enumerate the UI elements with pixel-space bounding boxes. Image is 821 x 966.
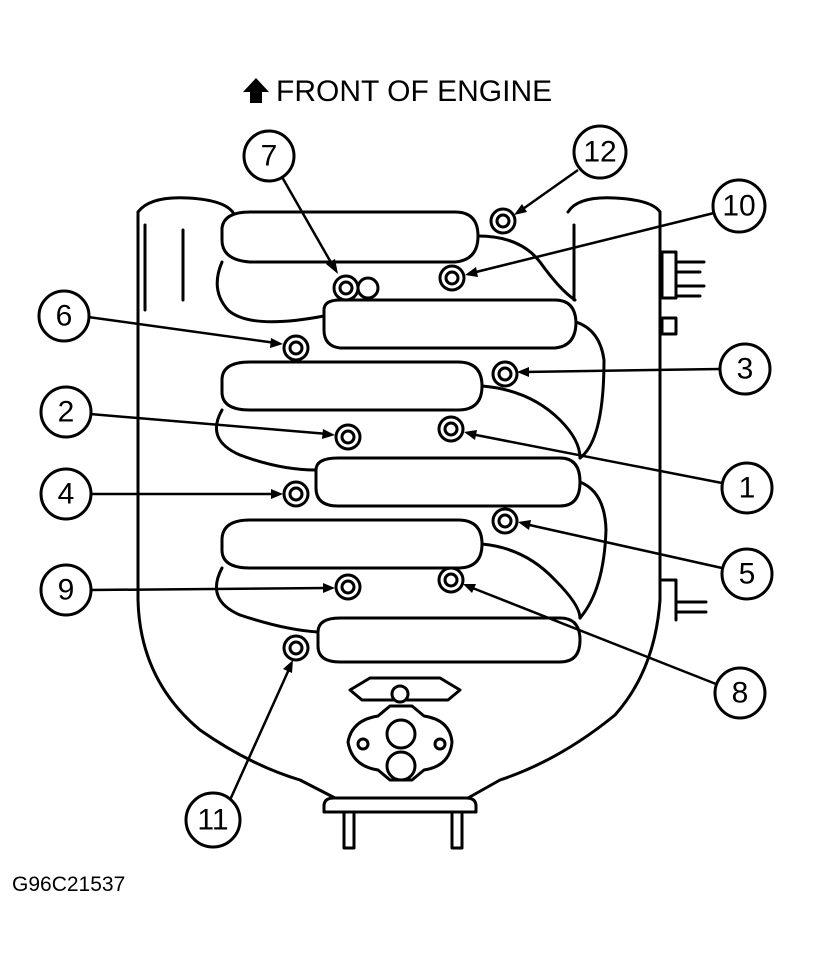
svg-text:12: 12 [583,136,616,169]
svg-text:9: 9 [58,574,75,607]
bolt-11 [282,634,310,662]
callout-2: 2 [39,385,93,439]
callout-10: 10 [711,178,767,234]
bolt-2 [334,423,362,451]
bolt-3 [491,360,519,388]
svg-text:3: 3 [737,353,754,386]
svg-text:6: 6 [56,300,73,333]
callout-5: 5 [720,547,774,601]
callout-8: 8 [713,666,767,720]
leader-lines [87,168,723,801]
header: FRONT OF ENGINE [243,75,552,108]
callout-11: 11 [184,791,242,849]
callout-1: 1 [720,461,774,515]
callout-6: 6 [37,289,91,343]
bolt-10 [438,264,466,292]
svg-text:10: 10 [722,190,755,223]
bolt-1 [437,415,465,443]
front-of-engine-label: FRONT OF ENGINE [276,75,552,108]
svg-text:1: 1 [739,472,756,505]
bolt-5 [491,507,519,535]
svg-text:8: 8 [732,677,749,710]
svg-text:4: 4 [58,478,75,511]
arrow-up-icon [243,78,269,103]
bolt-12 [489,207,517,235]
bolt-9 [334,573,362,601]
bolt-8 [437,566,465,594]
svg-text:5: 5 [739,558,756,591]
svg-text:11: 11 [197,804,228,837]
bolt-7 [332,274,380,302]
manifold-body [136,196,708,850]
callout-12: 12 [572,124,628,180]
callouts: 7 12 10 6 3 2 1 4 5 9 8 11 [37,124,774,849]
bolts [282,207,519,662]
svg-text:7: 7 [261,140,278,173]
bolt-6 [282,334,310,362]
figure-id: G96C21537 [12,873,125,896]
callout-4: 4 [39,467,93,521]
callout-9: 9 [39,563,93,617]
callout-3: 3 [718,342,772,396]
callout-7: 7 [242,129,296,183]
svg-text:2: 2 [58,396,75,429]
bolt-4 [282,480,310,508]
